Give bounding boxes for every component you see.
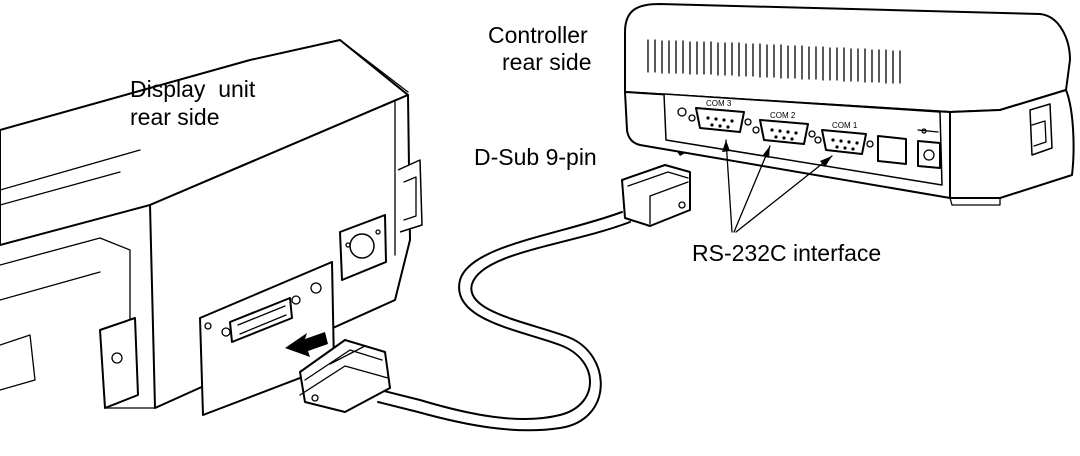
dsub9-plug (621, 164, 691, 227)
com3-label: COM 3 (706, 99, 732, 108)
com2-label: COM 2 (770, 111, 796, 120)
com1-port (814, 129, 874, 155)
controller-label-line2: rear side (502, 49, 592, 75)
controller-unit (624, 3, 1075, 206)
interface-pointers (722, 139, 833, 233)
com2-port (752, 119, 816, 145)
display-unit (0, 39, 423, 416)
cable-assembly (299, 211, 631, 432)
dc-jack (917, 128, 941, 169)
display-label-line1: Display unit (130, 76, 256, 102)
dsub-label: D-Sub 9-pin (474, 144, 597, 170)
interface-label: RS-232C interface (692, 240, 882, 266)
com3-port (688, 107, 752, 133)
display-label-line2: rear side (130, 104, 220, 130)
com1-label: COM 1 (832, 121, 858, 130)
controller-label-line1: Controller (488, 22, 588, 48)
arrow-to-display (285, 332, 328, 357)
controller-vents (647, 39, 901, 84)
